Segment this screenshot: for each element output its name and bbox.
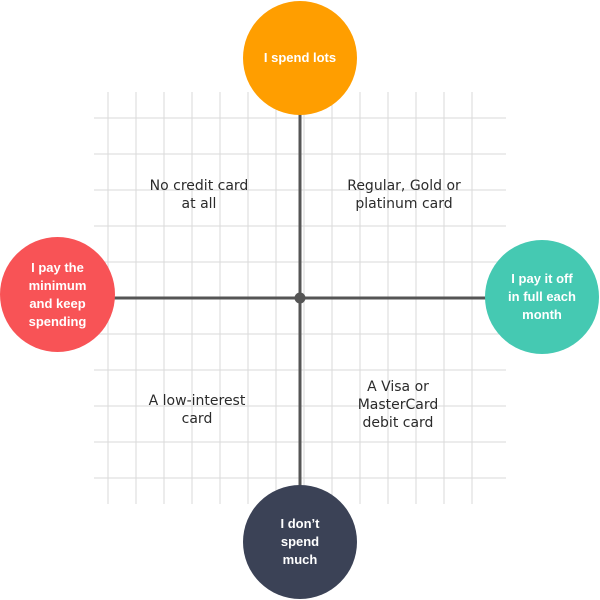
axis-node-spend-lots: I spend lots xyxy=(243,1,357,115)
quadrant-bottom-right-label: A Visa or MasterCard debit card xyxy=(357,379,439,431)
axis-node-pay-in-full: I pay it off in full each month xyxy=(485,240,599,354)
quadrant-top-left-label: No credit card at all xyxy=(149,178,249,212)
axis-node-pay-minimum: I pay the minimum and keep spending xyxy=(0,237,115,352)
quadrant-top-right-label: Regular, Gold or platinum card xyxy=(347,178,461,212)
quadrant-bottom-left-label: A low-interest card xyxy=(148,393,246,427)
axis-node-pay-minimum-label: I pay the minimum and keep spending xyxy=(28,259,87,329)
axis-node-pay-in-full-label: I pay it off in full each month xyxy=(508,271,576,322)
axis-origin-dot xyxy=(294,292,306,304)
axis-node-spend-little-label: I don’t spend much xyxy=(280,516,320,567)
axis-node-spend-little: I don’t spend much xyxy=(243,485,357,599)
axis-node-spend-lots-label: I spend lots xyxy=(263,50,337,65)
